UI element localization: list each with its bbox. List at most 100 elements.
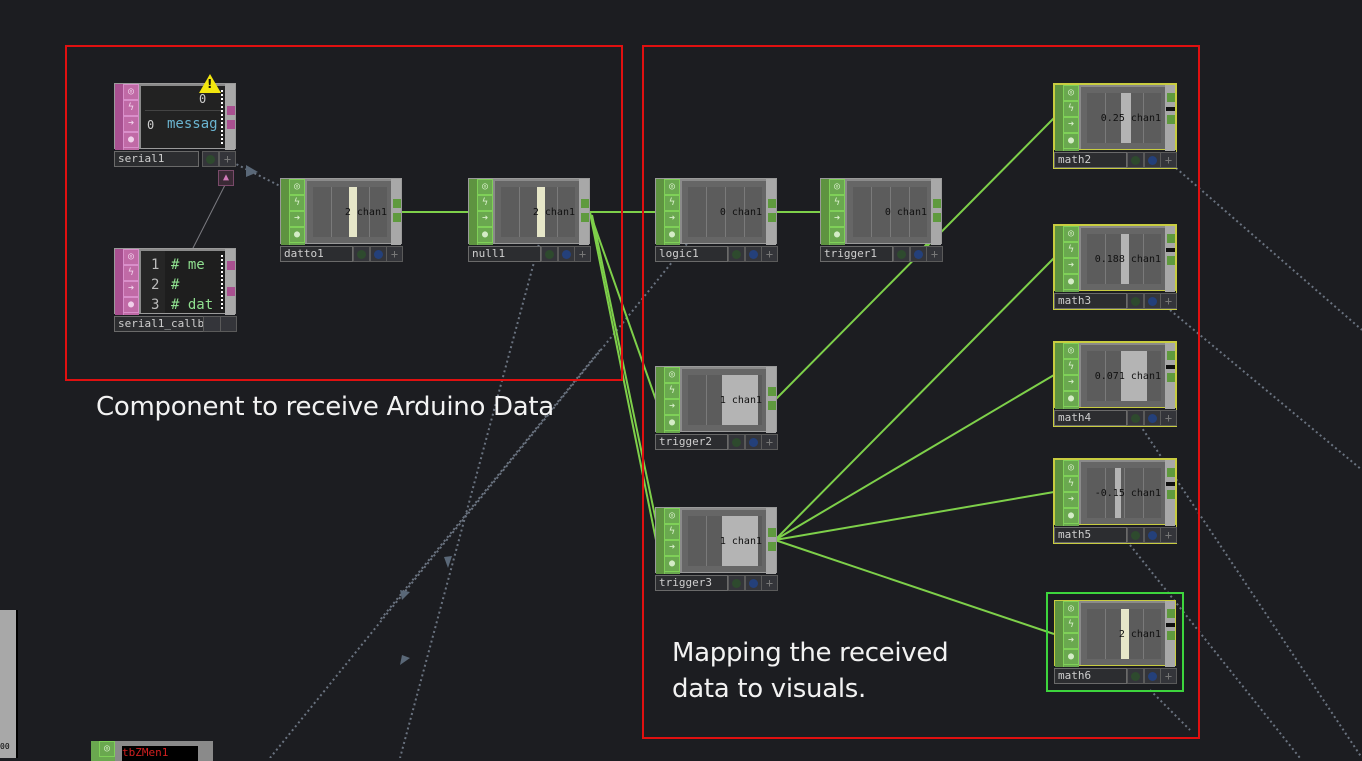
viewer-toggle-icon[interactable]: ◎ — [123, 84, 139, 100]
output-connector[interactable] — [1167, 631, 1175, 640]
node-math6[interactable]: ◎ ϟ ➜ ● 2 chan1 — [1046, 592, 1184, 692]
output-connector[interactable] — [227, 261, 235, 270]
viewer-toggle-icon[interactable]: ◎ — [1063, 601, 1079, 617]
export-icon[interactable]: ➜ — [664, 540, 680, 556]
export-icon[interactable]: ➜ — [1063, 375, 1079, 391]
viewer-toggle-icon[interactable]: ◎ — [829, 179, 845, 195]
lock-icon[interactable]: ● — [829, 227, 845, 243]
add-button[interactable]: + — [926, 246, 943, 262]
chop-viewer[interactable]: -0.15 chan1 — [1081, 462, 1167, 524]
output-connector[interactable] — [1167, 93, 1175, 102]
bypass-icon[interactable]: ϟ — [664, 383, 680, 399]
lock-icon[interactable]: ● — [664, 556, 680, 572]
display-flag[interactable] — [728, 246, 745, 262]
lock-icon[interactable]: ● — [664, 415, 680, 431]
node-name[interactable]: math6 — [1054, 668, 1127, 684]
warning-icon[interactable]: ! — [199, 74, 221, 93]
export-icon[interactable]: ➜ — [829, 211, 845, 227]
display-flag[interactable] — [728, 434, 745, 450]
node-name[interactable]: math5 — [1054, 527, 1127, 543]
node-math4[interactable]: ◎ ϟ ➜ ● 0.071 chan1 — [1053, 341, 1177, 427]
bypass-icon[interactable]: ϟ — [1063, 101, 1079, 117]
lock-icon[interactable]: ● — [1063, 133, 1079, 149]
chop-viewer[interactable]: 1 chan1 — [682, 369, 768, 431]
chop-viewer[interactable]: 2 chan1 — [1081, 603, 1167, 665]
node-math5[interactable]: ◎ ϟ ➜ ● -0.15 chan1 — [1053, 458, 1177, 544]
lock-icon[interactable]: ● — [289, 227, 305, 243]
viewer-toggle-icon[interactable]: ◎ — [289, 179, 305, 195]
chop-viewer[interactable]: 2 chan1 — [495, 181, 581, 243]
output-connector[interactable] — [1167, 490, 1175, 499]
add-button[interactable]: + — [761, 434, 778, 450]
add-button[interactable]: + — [761, 246, 778, 262]
viewer-toggle-icon[interactable]: ◎ — [1063, 460, 1079, 476]
viewer-toggle-icon[interactable]: ◎ — [1063, 226, 1079, 242]
add-button[interactable] — [220, 316, 237, 332]
render-flag[interactable] — [1144, 668, 1161, 684]
render-flag[interactable] — [1144, 152, 1161, 168]
display-flag[interactable] — [203, 316, 221, 332]
bypass-icon[interactable]: ϟ — [289, 195, 305, 211]
node-partial-bottom[interactable]: ◎ tbZMen1 — [91, 741, 213, 761]
export-icon[interactable]: ➜ — [123, 116, 139, 132]
dat-table-viewer[interactable]: 0 0 messag — [141, 86, 227, 148]
export-icon[interactable]: ➜ — [1063, 492, 1079, 508]
viewer-toggle-icon[interactable]: ◎ — [1063, 343, 1079, 359]
render-flag[interactable] — [370, 246, 387, 262]
output-connector[interactable] — [581, 199, 589, 208]
export-icon[interactable]: ➜ — [289, 211, 305, 227]
lock-icon[interactable]: ● — [1063, 508, 1079, 524]
display-flag[interactable] — [893, 246, 910, 262]
chop-viewer[interactable]: 0.188 chan1 — [1081, 228, 1167, 290]
node-name[interactable]: math2 — [1054, 152, 1127, 168]
output-connector[interactable] — [933, 199, 941, 208]
node-math3[interactable]: ◎ ϟ ➜ ● 0.188 chan1 — [1053, 224, 1177, 310]
output-connector[interactable] — [1167, 256, 1175, 265]
lock-icon[interactable]: ● — [123, 132, 139, 148]
lock-icon[interactable]: ● — [477, 227, 493, 243]
chop-viewer[interactable]: 0.071 chan1 — [1081, 345, 1167, 407]
output-connector[interactable] — [768, 528, 776, 537]
node-name[interactable]: math3 — [1054, 293, 1127, 309]
bypass-icon[interactable]: ϟ — [123, 100, 139, 116]
display-flag[interactable] — [1127, 293, 1144, 309]
output-connector[interactable] — [227, 106, 235, 115]
output-connector[interactable] — [1167, 609, 1175, 618]
bypass-icon[interactable]: ϟ — [1063, 617, 1079, 633]
lock-icon[interactable]: ● — [1063, 649, 1079, 665]
bypass-icon[interactable]: ϟ — [477, 195, 493, 211]
display-flag[interactable] — [1127, 668, 1144, 684]
node-name[interactable]: serial1_callbacks — [114, 316, 231, 332]
bypass-icon[interactable]: ϟ — [664, 195, 680, 211]
chop-viewer[interactable]: 1 chan1 — [682, 510, 768, 572]
node-trigger1[interactable]: ◎ ϟ ➜ ● 0 chan1 — [820, 178, 943, 262]
export-icon[interactable]: ➜ — [1063, 258, 1079, 274]
add-button[interactable]: + — [1160, 293, 1177, 309]
add-button[interactable]: + — [1160, 410, 1177, 426]
node-name[interactable]: trigger1 — [820, 246, 893, 262]
output-connector[interactable] — [1167, 351, 1175, 360]
node-datto1[interactable]: ◎ ϟ ➜ ● 2 chan1 — [280, 178, 403, 262]
add-button[interactable]: + — [1160, 527, 1177, 543]
chop-viewer[interactable]: 0 chan1 — [682, 181, 768, 243]
node-trigger3[interactable]: ◎ ϟ ➜ ● 1 chan1 — [655, 507, 778, 591]
output-connector[interactable] — [227, 287, 235, 296]
node-name[interactable]: math4 — [1054, 410, 1127, 426]
bypass-icon[interactable]: ϟ — [829, 195, 845, 211]
render-flag[interactable] — [910, 246, 927, 262]
node-trigger2[interactable]: ◎ ϟ ➜ ● 1 chan1 — [655, 366, 778, 450]
viewer-toggle-icon[interactable]: ◎ — [477, 179, 493, 195]
bypass-icon[interactable]: ϟ — [1063, 476, 1079, 492]
render-flag[interactable] — [1144, 527, 1161, 543]
export-icon[interactable]: ➜ — [477, 211, 493, 227]
bypass-icon[interactable]: ϟ — [123, 265, 139, 281]
viewer-toggle-icon[interactable]: ◎ — [1063, 85, 1079, 101]
annotation-box-arduino[interactable] — [65, 45, 623, 381]
viewer-toggle-icon[interactable]: ◎ — [123, 249, 139, 265]
display-flag[interactable] — [728, 575, 745, 591]
viewer-toggle-icon[interactable]: ◎ — [99, 741, 115, 757]
viewer-toggle-icon[interactable]: ◎ — [664, 367, 680, 383]
add-button[interactable]: + — [1160, 152, 1177, 168]
output-connector[interactable] — [581, 213, 589, 222]
output-connector[interactable] — [1167, 115, 1175, 124]
